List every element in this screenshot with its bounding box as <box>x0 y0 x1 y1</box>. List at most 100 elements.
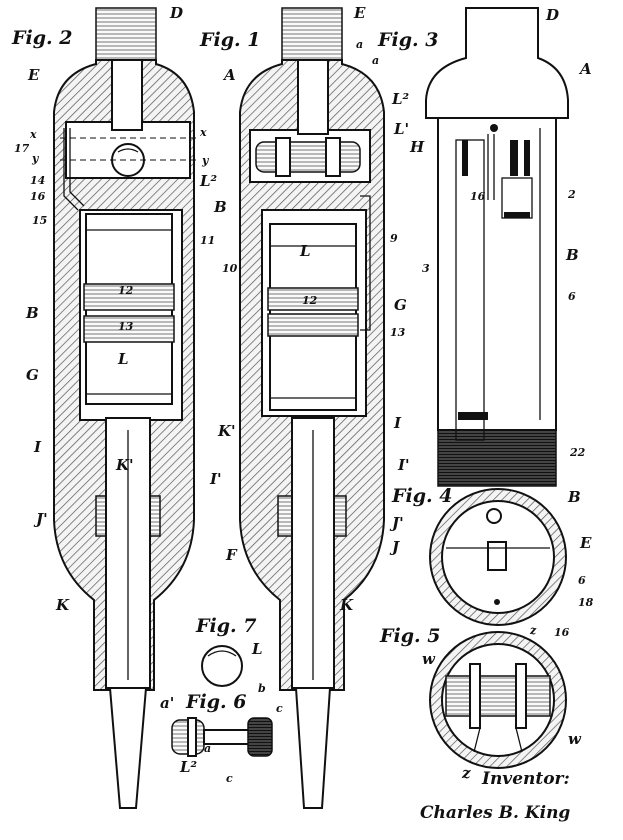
fig3-drawing <box>425 7 569 487</box>
fig4-port-hole <box>486 508 502 524</box>
fig3-label-16: 16 <box>470 190 486 203</box>
fig3-label-2: 2 <box>567 188 576 201</box>
fig2-label-L: L <box>117 350 129 368</box>
fig2-label-K1: K' <box>115 456 134 474</box>
fig5-drawing <box>429 631 567 769</box>
fig2-label-17: 17 <box>14 142 30 155</box>
fig3-body <box>437 117 557 431</box>
fig1-label-F: F <box>225 546 238 564</box>
fig1-label-E: E <box>353 4 366 22</box>
fig5-label-w2: w <box>568 730 582 748</box>
inventor-name: Charles B. King <box>420 803 570 823</box>
fig1-threaded-end <box>281 7 343 67</box>
fig1-label-a2: a <box>372 54 379 67</box>
fig1-label-J1: J' <box>389 514 404 532</box>
fig2-label-I: I <box>33 438 42 456</box>
fig4-label-E: E <box>579 534 592 552</box>
fig5-title: Fig. 5 <box>379 625 440 647</box>
fig3-label-H: H <box>409 138 425 156</box>
fig3-label-B: B <box>565 246 579 264</box>
fig5-spool-section <box>445 675 551 717</box>
fig4-title: Fig. 4 <box>391 485 452 507</box>
fig5-label-z: z <box>461 764 471 782</box>
fig4-drawing <box>429 488 567 626</box>
fig1-label-A: A <box>222 66 236 84</box>
fig1-label-12: 12 <box>302 294 318 307</box>
fig4-label-6: 6 <box>578 574 586 587</box>
inventor-label: Inventor: <box>481 769 570 789</box>
fig1-label-9: 9 <box>390 232 398 245</box>
fig6-label-a: a <box>204 742 211 755</box>
fig1-label-a1: a <box>356 38 363 51</box>
fig1-label-K: K <box>339 596 354 614</box>
fig6-label-c2: c <box>226 772 233 785</box>
fig2-label-y2: y <box>201 154 210 167</box>
fig2-tool-tip <box>108 687 148 809</box>
fig6-label-b: b <box>258 682 266 695</box>
fig6-label-c1: c <box>276 702 283 715</box>
fig1-label-10: 10 <box>222 262 238 275</box>
fig2-label-J1: J' <box>33 510 48 528</box>
fig4-label-z: z <box>529 624 537 637</box>
fig1-tool-tip <box>294 687 332 809</box>
fig4-label-16: 16 <box>554 626 570 639</box>
fig3-label-3: 3 <box>422 262 430 275</box>
fig4-square-slot <box>487 541 507 571</box>
fig6-spool-right <box>247 717 273 757</box>
fig2-label-K: K <box>55 596 70 614</box>
fig3-title: Fig. 3 <box>377 29 438 51</box>
fig1-spool-valve <box>255 141 361 173</box>
fig7-title: Fig. 7 <box>195 615 256 637</box>
fig1-upper-passage <box>297 59 329 135</box>
fig1-label-L2: L² <box>391 90 410 108</box>
fig2-threaded-end <box>95 7 157 67</box>
fig2-label-11: 11 <box>200 234 215 247</box>
fig7-drawing <box>201 645 243 687</box>
fig6-label-a1: a' <box>160 694 174 712</box>
fig2-label-14: 14 <box>30 174 45 187</box>
fig7-label-L: L <box>251 640 263 658</box>
fig1-label-G: G <box>394 296 407 314</box>
fig2-title: Fig. 2 <box>11 27 72 49</box>
fig1-title: Fig. 1 <box>199 29 260 51</box>
fig2-label-15: 15 <box>32 214 47 227</box>
fig2-label-y1: y <box>31 152 40 165</box>
fig2-piston-ring-13 <box>83 315 175 343</box>
fig2-label-B: B <box>25 304 39 322</box>
fig2-label-x1: x <box>29 128 37 141</box>
fig2-label-D: D <box>169 4 183 22</box>
fig1-label-13: 13 <box>390 326 406 339</box>
fig2-piston-ring-12 <box>83 283 175 311</box>
fig5-label-w1: w <box>422 650 436 668</box>
fig1-label-I: I <box>393 414 402 432</box>
fig1-piston-ring-13 <box>267 313 359 337</box>
fig1-label-B: B <box>213 198 227 216</box>
fig2-upper-passage <box>111 59 143 131</box>
fig1-label-J: J <box>389 538 400 556</box>
fig3-label-22: 22 <box>569 446 586 459</box>
fig2-label-I1: I' <box>209 470 222 488</box>
fig1-label-L1: L' <box>393 120 409 138</box>
fig4-label-18: 18 <box>578 596 594 609</box>
fig4-label-B: B <box>567 488 581 506</box>
fig6-label-L2: L² <box>179 758 198 776</box>
fig2-drawing <box>53 7 196 809</box>
fig2-label-E: E <box>27 66 40 84</box>
fig2-label-G: G <box>26 366 39 384</box>
fig3-head <box>425 7 569 119</box>
fig6-drawing <box>171 717 273 757</box>
fig6-title: Fig. 6 <box>185 691 246 713</box>
fig1-label-L: L <box>299 242 311 260</box>
fig2-label-x2: x <box>199 126 207 139</box>
fig2-label-L2: L² <box>199 172 218 190</box>
fig1-label-K1: K' <box>217 422 236 440</box>
fig1-drawing <box>239 7 385 809</box>
fig3-knurled-band <box>437 429 557 487</box>
fig7-ball <box>201 645 243 687</box>
fig2-label-16: 16 <box>30 190 46 203</box>
fig2-label-13: 13 <box>118 320 134 333</box>
fig1-piston-ring-12 <box>267 287 359 311</box>
fig1-label-I1: I' <box>397 456 410 474</box>
fig3-label-6: 6 <box>568 290 576 303</box>
